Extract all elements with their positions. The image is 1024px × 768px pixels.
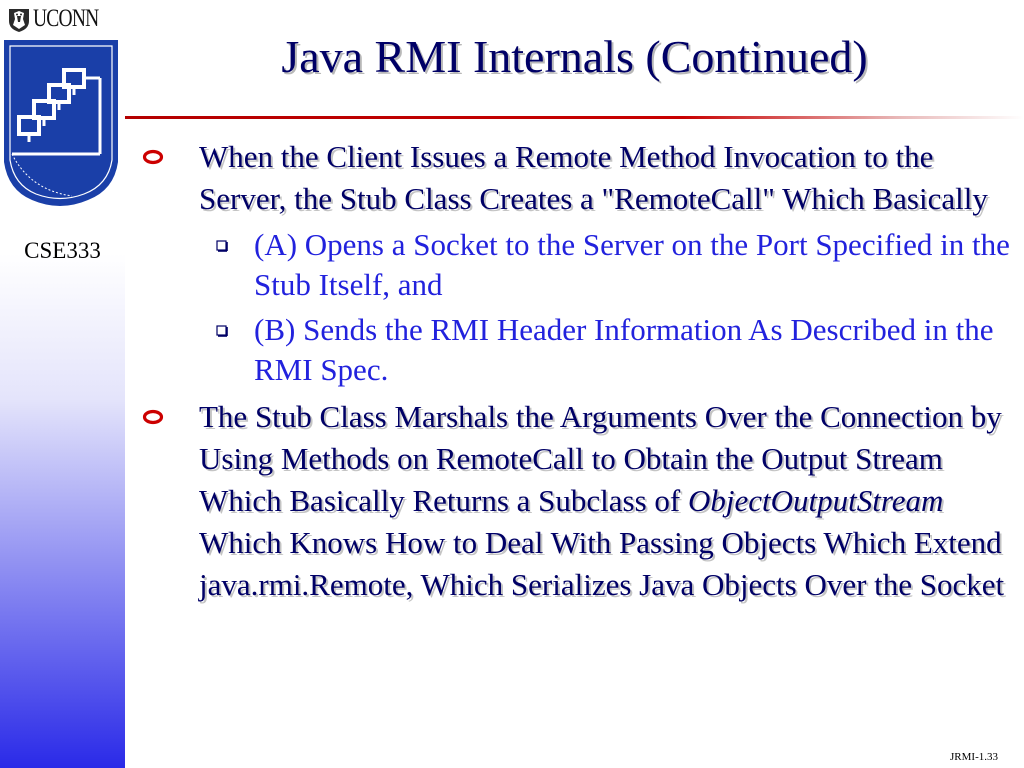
slide-number: JRMI-1.33 — [950, 751, 998, 763]
uconn-logo: UCONN — [5, 4, 119, 34]
title-divider — [125, 116, 1024, 119]
square-bullet-icon — [216, 325, 228, 337]
sub-bullet-text: (A) Opens a Socket to the Server on the … — [254, 227, 1010, 302]
department-logo-icon — [4, 40, 118, 206]
bullet-text: The Stub Class Marshals the Arguments Ov… — [199, 399, 1004, 602]
circle-bullet-icon — [142, 149, 164, 165]
bullet-text: When the Client Issues a Remote Method I… — [199, 139, 988, 216]
university-name: UCONN — [33, 5, 99, 32]
bullet-text-part: The Stub Class Marshals the Arguments Ov… — [199, 399, 1002, 518]
circle-bullet-icon — [142, 409, 164, 425]
slide-title: Java RMI Internals (Continued) — [281, 31, 868, 82]
bullet-item: The Stub Class Marshals the Arguments Ov… — [130, 396, 1020, 606]
bullet-item: When the Client Issues a Remote Method I… — [130, 136, 1020, 220]
sub-bullet-text: (B) Sends the RMI Header Information As … — [254, 312, 994, 387]
sidebar: UCONN CSE333 — [0, 0, 125, 768]
slide-content: When the Client Issues a Remote Method I… — [130, 136, 1020, 606]
class-name-italic: ObjectOutputStream — [688, 483, 944, 518]
square-bullet-icon — [216, 240, 228, 252]
sub-bullet-item: (B) Sends the RMI Header Information As … — [199, 310, 1020, 390]
course-code: CSE333 — [24, 238, 101, 263]
sub-bullet-item: (A) Opens a Socket to the Server on the … — [199, 225, 1020, 305]
bullet-text-part: Which Knows How to Deal With Passing Obj… — [199, 525, 1005, 602]
husky-crest-icon — [9, 9, 29, 32]
